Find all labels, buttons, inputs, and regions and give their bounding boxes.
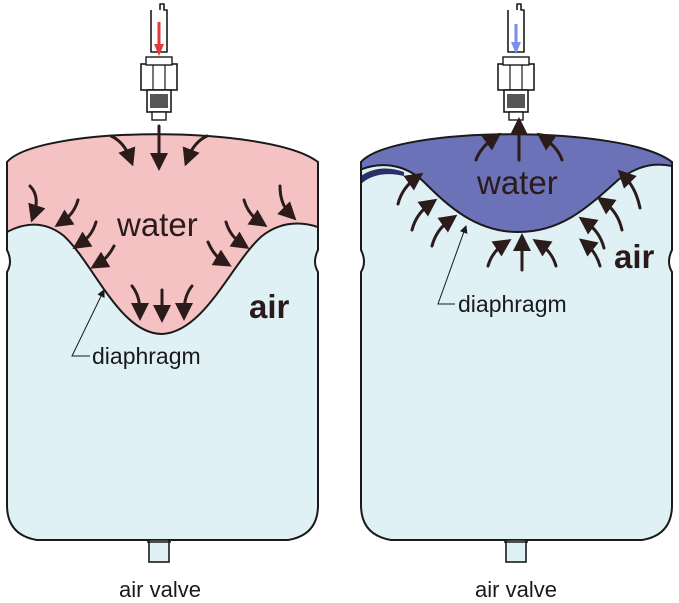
curved-flow-arrow-icon bbox=[28, 184, 46, 223]
water-region bbox=[361, 134, 672, 232]
tank-outline bbox=[6, 133, 319, 541]
inlet-pipe-icon bbox=[507, 3, 525, 54]
curved-flow-arrow-icon bbox=[72, 220, 98, 249]
diaphragm-leader-line bbox=[437, 225, 468, 305]
air-label: air bbox=[249, 288, 290, 325]
hex-fitting-icon bbox=[497, 56, 535, 121]
curved-flow-arrow-icon bbox=[578, 238, 602, 268]
curved-flow-arrow-icon bbox=[536, 132, 564, 162]
curved-flow-arrow-icon bbox=[430, 214, 458, 248]
curved-flow-arrow-icon bbox=[486, 239, 512, 268]
inlet-pipe-icon bbox=[150, 3, 168, 56]
diaphragm-label: diaphragm bbox=[92, 343, 201, 369]
curved-flow-arrow-icon bbox=[596, 196, 624, 232]
air-valve-label: air valve bbox=[119, 577, 201, 602]
diaphragm-leader-line bbox=[71, 289, 105, 357]
air-valve bbox=[504, 539, 528, 563]
curved-flow-arrow-icon bbox=[617, 169, 642, 210]
air-valve bbox=[147, 539, 171, 563]
water-region bbox=[7, 134, 318, 334]
curved-flow-arrow-icon bbox=[242, 198, 268, 227]
curved-flow-arrow-icon bbox=[396, 172, 424, 206]
curved-flow-arrow-icon bbox=[277, 184, 297, 221]
water-label: water bbox=[476, 164, 558, 201]
curved-flow-arrow-icon bbox=[206, 240, 232, 267]
curved-flow-arrow-icon bbox=[474, 132, 502, 162]
curved-flow-arrow-icon bbox=[578, 216, 606, 250]
curved-flow-arrow-icon bbox=[410, 198, 438, 232]
curved-flow-arrow-icon bbox=[224, 220, 250, 249]
water-label: water bbox=[116, 206, 198, 243]
curved-flow-arrow-icon bbox=[54, 198, 80, 227]
curved-flow-arrow-icon bbox=[182, 134, 209, 167]
flow-arrows bbox=[396, 117, 642, 272]
air-valve-label: air valve bbox=[475, 577, 557, 602]
left-tank: water air diaphragm air valve bbox=[6, 3, 319, 602]
right-tank: water air diaphragm air valve bbox=[360, 3, 673, 602]
air-label: air bbox=[614, 238, 655, 275]
curved-flow-arrow-icon bbox=[175, 284, 194, 321]
flow-arrows bbox=[28, 124, 297, 323]
curved-flow-arrow-icon bbox=[532, 239, 558, 268]
diaphragm-membrane bbox=[7, 222, 318, 336]
curved-flow-arrow-icon bbox=[130, 284, 149, 321]
curved-flow-arrow-icon bbox=[109, 134, 136, 167]
curved-flow-arrow-icon bbox=[90, 244, 116, 269]
diaphragm-label: diaphragm bbox=[458, 291, 567, 317]
hex-fitting-icon bbox=[140, 56, 178, 121]
